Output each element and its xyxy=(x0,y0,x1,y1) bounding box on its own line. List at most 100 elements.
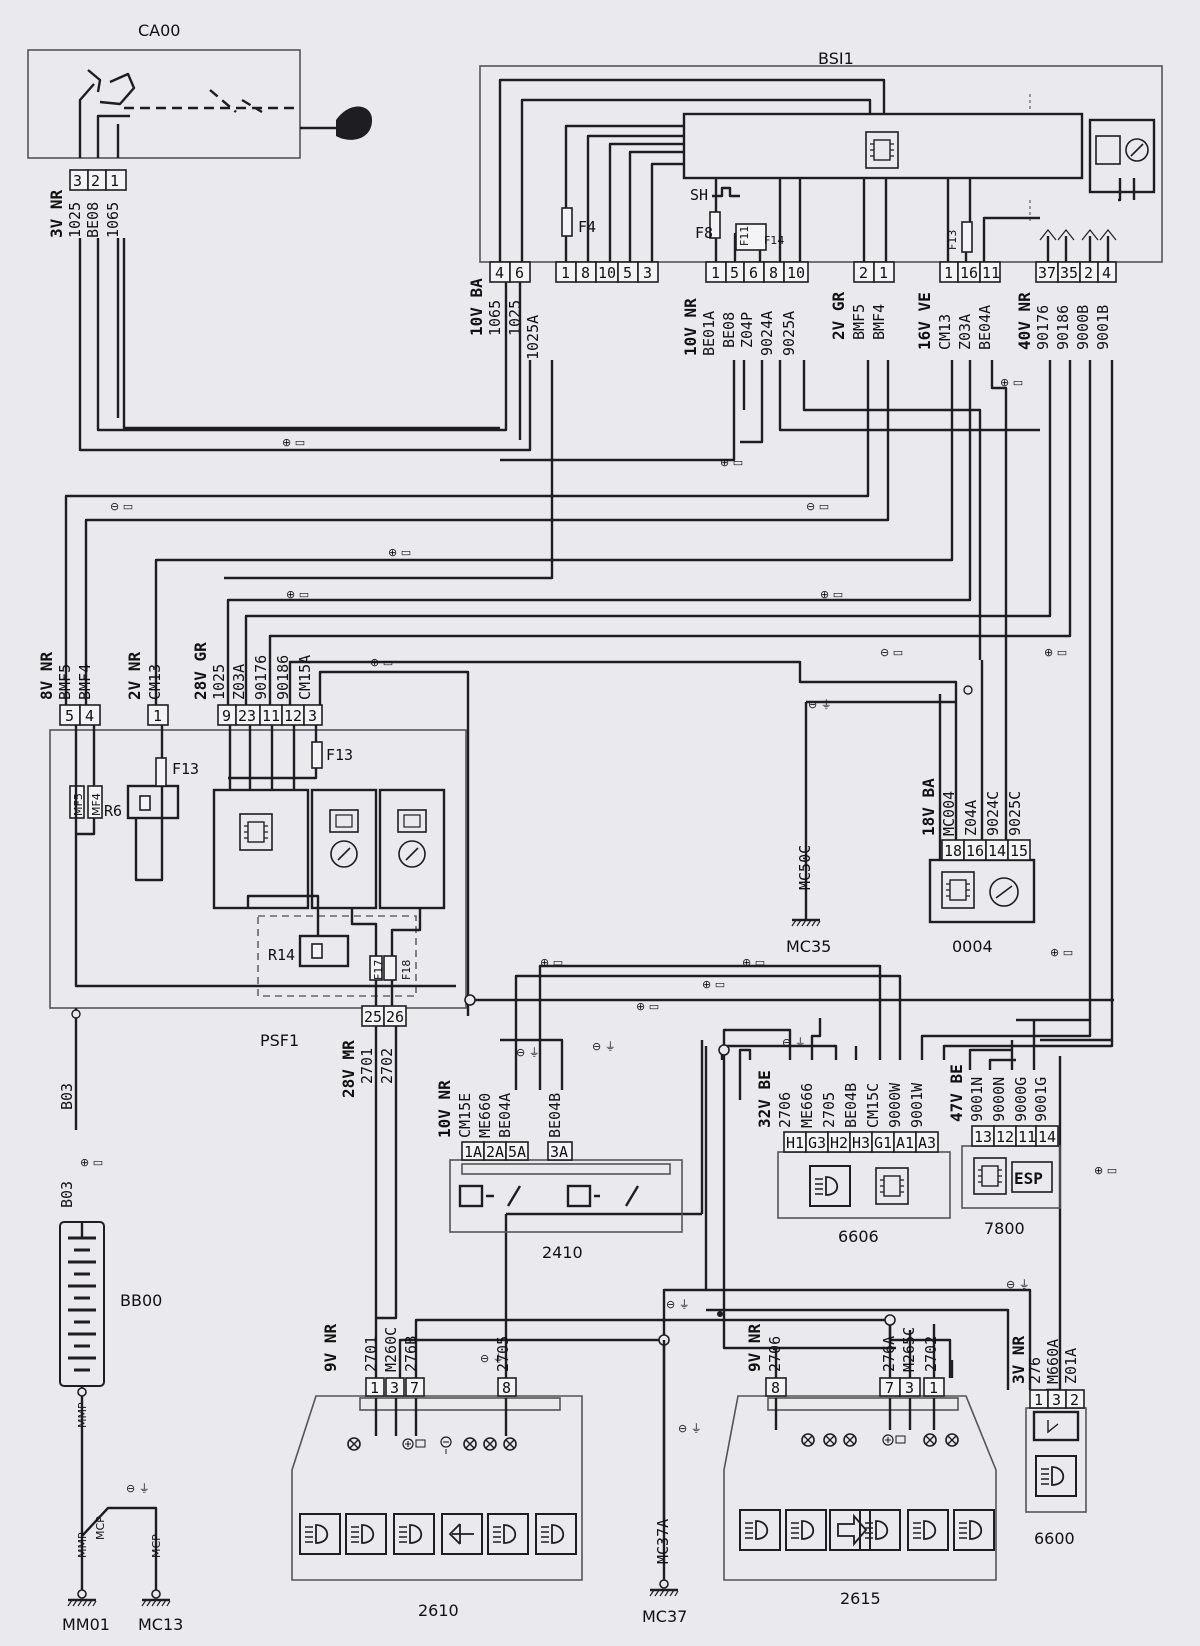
mc13-label: MC13 xyxy=(138,1615,183,1634)
pin: 1 xyxy=(944,264,953,282)
wire-label: 9000W xyxy=(886,1082,904,1128)
fuse-label: F13 xyxy=(326,746,353,764)
wire-label: M260C xyxy=(382,1327,400,1372)
pin: 26 xyxy=(386,1008,404,1026)
pin: 9 xyxy=(222,707,231,725)
2410-title: 2410 xyxy=(542,1243,583,1262)
pin: 11 xyxy=(982,264,1000,282)
pin: 13 xyxy=(974,1128,992,1146)
esp-label: ESP xyxy=(1014,1169,1043,1188)
wire-label: 90186 xyxy=(274,655,292,700)
bsi1-fuses: F4 F8 F11 F14 F13 xyxy=(561,207,973,253)
connector-2410: 1A 2A 5A 3A 10V NR CM15E ME660 BE04A BE0… xyxy=(435,1080,573,1161)
pin: 4 xyxy=(85,707,94,725)
wire-label: 2706 xyxy=(776,1092,794,1128)
pin: 1 xyxy=(1034,1391,1043,1409)
wire-label: B03 xyxy=(58,1083,76,1110)
wire-label: MMP xyxy=(76,1532,89,1558)
pin: 1 xyxy=(110,172,119,190)
mc37-label: MC37 xyxy=(642,1607,687,1626)
component-2615: 2615 xyxy=(723,1395,997,1608)
pin: 14 xyxy=(988,842,1006,860)
connector-label: 10V NR xyxy=(435,1080,454,1138)
pin: 5 xyxy=(623,264,632,282)
wire-label: 9001N xyxy=(968,1077,986,1122)
connector-label: 3V NR xyxy=(47,189,66,238)
connector-bsi-d: 2 1 2V GR BMF5 BMF4 xyxy=(829,261,895,340)
connector-label: 28V GR xyxy=(191,642,210,700)
pin: 37 xyxy=(1038,264,1056,282)
wire-label: 9001G xyxy=(1032,1077,1050,1122)
wire-label: 276 xyxy=(1026,1357,1044,1384)
wire-label: CM15C xyxy=(864,1083,882,1128)
wire-label: BMF5 xyxy=(850,304,868,340)
fuse-label: MF4 xyxy=(90,793,103,816)
relay-label: R6 xyxy=(104,802,122,820)
wire-label: 2701 xyxy=(362,1336,380,1372)
pin: 8 xyxy=(771,1379,780,1397)
fuse-label: MF5 xyxy=(72,793,85,816)
svg-text:⊕ ▭: ⊕ ▭ xyxy=(286,588,309,601)
connector-label: 28V MR xyxy=(339,1040,358,1098)
wire-label: CM13 xyxy=(146,664,164,700)
pin: 35 xyxy=(1060,264,1078,282)
connector-label: 10V NR xyxy=(681,298,700,356)
connector-label: 18V BA xyxy=(919,778,938,836)
pin: 23 xyxy=(238,707,256,725)
svg-text:⊕ ▭: ⊕ ▭ xyxy=(720,456,743,469)
svg-text:⊕ ▭: ⊕ ▭ xyxy=(820,588,843,601)
pin: 1 xyxy=(879,264,888,282)
svg-text:⊖ ⏚: ⊖ ⏚ xyxy=(678,1422,702,1435)
wire-label: ME666 xyxy=(798,1083,816,1128)
svg-text:⊖ ⏚: ⊖ ⏚ xyxy=(480,1352,504,1365)
wire-label: Z01A xyxy=(1062,1348,1080,1384)
wire-label: BE04A xyxy=(976,305,994,350)
pin: 8 xyxy=(769,264,778,282)
svg-text:⊕ ▭: ⊕ ▭ xyxy=(1094,1164,1117,1177)
connector-label: 8V NR xyxy=(37,651,56,700)
ground-mm01-mc13: MMP MCP MCP MM01 MC13 xyxy=(62,1506,183,1634)
component-6600: 6600 xyxy=(1025,1407,1087,1548)
wire-label: Z04A xyxy=(962,800,980,836)
wire-label: BMF5 xyxy=(56,664,74,700)
pin: 2 xyxy=(1084,264,1093,282)
svg-text:⊕ ▭: ⊕ ▭ xyxy=(636,1000,659,1013)
svg-text:⊖ ⏚: ⊖ ⏚ xyxy=(666,1298,690,1311)
connector-bsi-f: 37 35 2 4 40V NR 90176 90186 9000B 9001B xyxy=(1015,261,1117,350)
wire-label: 276A xyxy=(880,1336,898,1372)
pin: 11 xyxy=(1018,1128,1036,1146)
wire-label: 9001W xyxy=(908,1082,926,1128)
pin: 15 xyxy=(1010,842,1028,860)
wire-label: 9025A xyxy=(780,311,798,356)
wire-label: CM15A xyxy=(296,655,314,700)
pin: 14 xyxy=(1038,1128,1056,1146)
pin: 10 xyxy=(598,264,616,282)
ground-mc35: MC50C MC35 xyxy=(786,700,956,956)
ca00-title: CA00 xyxy=(138,21,180,40)
pin: 1 xyxy=(153,707,162,725)
pin: 7 xyxy=(410,1379,419,1397)
fuse-label: F8 xyxy=(695,224,713,242)
mc35-label: MC35 xyxy=(786,937,831,956)
pin: 2 xyxy=(1070,1391,1079,1409)
lower-harness xyxy=(374,964,1114,1520)
psf1-title: PSF1 xyxy=(260,1031,299,1050)
bb00-title: BB00 xyxy=(120,1291,162,1310)
wire-label: Z03A xyxy=(956,314,974,350)
wire-label: BE04B xyxy=(842,1083,860,1128)
pin: H2 xyxy=(830,1134,848,1152)
pin: 4 xyxy=(495,264,504,282)
fuse-label: F4 xyxy=(578,218,596,236)
wire-label: 9024A xyxy=(758,311,776,356)
sh-label: SH xyxy=(690,186,708,204)
wire-label: MC50C xyxy=(796,845,814,890)
pin: 7 xyxy=(885,1379,894,1397)
connector-bsi-e: 1 16 11 16V VE CM13 Z03A BE04A xyxy=(915,261,1001,350)
component-psf1: PSF1 R6 R14 F13 F13 MF5 MF4 F17 F18 xyxy=(49,729,467,1050)
wire-label: 9001B xyxy=(1094,305,1112,350)
wire-label: MCP xyxy=(94,1516,107,1540)
wire-label: B03 xyxy=(58,1181,76,1208)
pin: 1A xyxy=(464,1143,482,1161)
connector-0004: 18 16 14 15 18V BA MC004 Z04A 9024C 9025… xyxy=(919,778,1031,861)
svg-text:⊖ ▭: ⊖ ▭ xyxy=(110,500,133,513)
